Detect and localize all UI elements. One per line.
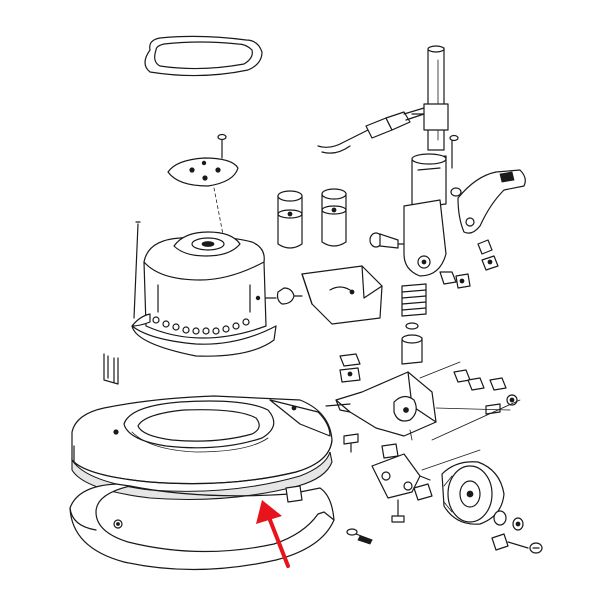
linkage-bracket [325,371,437,437]
motor-cover-plate [167,157,239,251]
handle-yoke [403,134,459,277]
trigger-fasteners [450,187,499,271]
arrow-up-icon [256,500,290,568]
wheel [441,461,505,525]
motor-housing [131,221,277,357]
carriage-bolt [343,433,359,453]
top-screw [217,133,227,159]
pivot-bolt [369,232,405,249]
base-plate [71,395,333,501]
loose-nuts [453,369,518,415]
axle-bolt [491,533,543,554]
u-bracket [103,353,119,385]
axle-washers [493,510,524,531]
capacitor-left [277,190,303,249]
trigger-lever [457,169,526,234]
drive-belt [144,35,263,77]
motor-vent-holes [152,316,250,335]
handle-tube [411,45,449,151]
small-standoff [285,485,303,503]
compression-spring [401,283,427,365]
adjusting-bolt [391,499,405,523]
explode-lines [409,361,521,471]
hex-nuts-stack [339,353,361,383]
capacitor-right [321,188,347,247]
link-arm [371,443,433,501]
bumper-screw [346,528,373,545]
pivot-nuts [439,271,471,289]
switch-box [265,265,383,325]
power-cord-plug [317,107,425,154]
bumper-strip [69,483,373,571]
